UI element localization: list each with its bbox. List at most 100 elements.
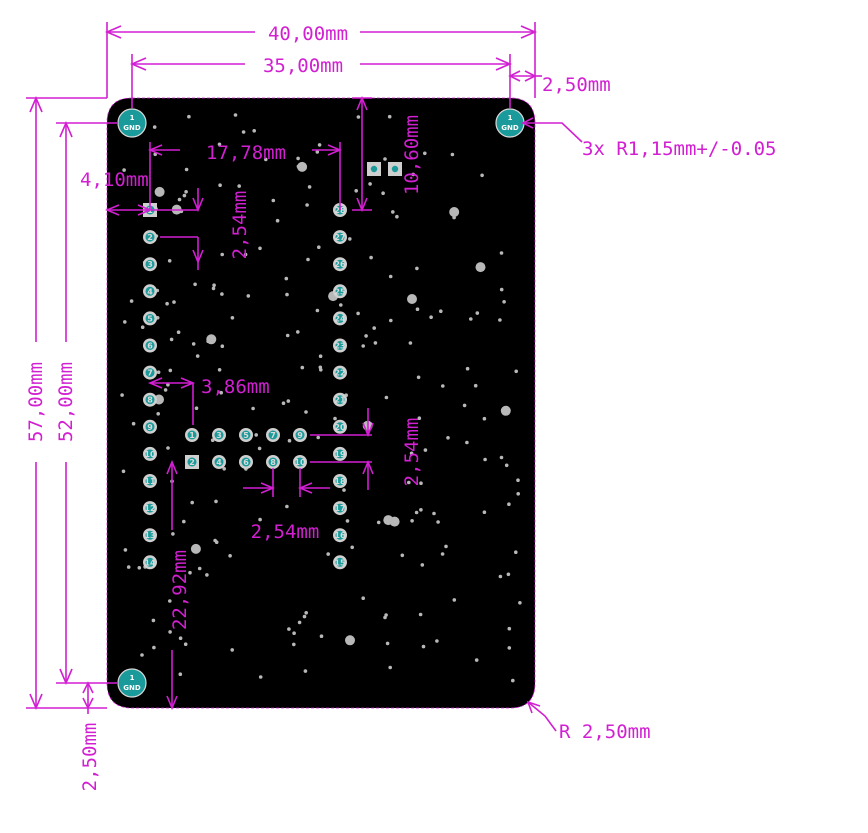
via (506, 572, 511, 577)
via (140, 325, 145, 330)
test-pad-center (370, 165, 378, 173)
via (420, 563, 425, 567)
header-pin: 6 (239, 455, 253, 469)
via (409, 451, 414, 456)
via (345, 635, 355, 646)
via (230, 316, 235, 320)
pin-label: 18 (334, 477, 346, 486)
via (307, 185, 312, 189)
via (163, 388, 168, 392)
via (415, 266, 419, 271)
via (171, 532, 175, 536)
via (388, 274, 393, 279)
via (384, 395, 389, 400)
via (354, 189, 359, 193)
via (166, 446, 170, 450)
via (178, 672, 183, 676)
via (504, 463, 509, 468)
via (183, 642, 188, 646)
via (364, 334, 368, 338)
via (446, 436, 450, 440)
via (285, 292, 289, 297)
pin-label: 5 (147, 314, 153, 323)
pin-drill (145, 395, 155, 405)
via (217, 142, 222, 147)
via (385, 641, 390, 646)
pin-drill (145, 341, 155, 350)
via (507, 502, 511, 507)
pin-drill (335, 259, 345, 269)
via (306, 257, 310, 262)
via (499, 287, 504, 292)
via-field (120, 113, 522, 683)
via (285, 504, 289, 509)
mount-hole-number: 1 (130, 114, 135, 122)
via (516, 492, 520, 496)
via (410, 519, 414, 523)
header-pin: 7 (143, 365, 157, 380)
via (316, 435, 321, 440)
via (450, 152, 455, 157)
header-pin: 18 (333, 474, 347, 488)
via (381, 191, 385, 195)
header-pin: 2 (185, 455, 199, 469)
via (388, 665, 393, 670)
header-pin: 19 (333, 446, 347, 461)
mount-hole-label: GND (123, 684, 141, 692)
via (507, 626, 512, 631)
mount-hole-top-right: 1 GND (495, 108, 525, 138)
mount-hole-top-left: 1 GND (117, 108, 147, 138)
via (176, 330, 181, 335)
via (206, 334, 217, 345)
via (258, 246, 262, 251)
header-pin: 9 (143, 419, 157, 434)
via (317, 143, 322, 147)
pin-label: 27 (334, 233, 345, 242)
via (356, 115, 361, 119)
pin-label: 22 (334, 369, 345, 378)
header-pin: 22 (333, 365, 347, 380)
mount-hole-label: GND (501, 124, 519, 132)
via (243, 252, 248, 257)
pin-label: 12 (144, 504, 155, 513)
pin-label: 17 (334, 504, 345, 513)
via (220, 292, 224, 296)
pin-drill (335, 530, 345, 540)
via (469, 317, 473, 321)
via (475, 262, 486, 273)
via (287, 627, 291, 631)
header-pin: 14 (143, 555, 157, 570)
via (281, 401, 286, 406)
via (462, 403, 467, 408)
via (514, 369, 518, 374)
pin-drill (241, 430, 251, 440)
via (251, 406, 255, 411)
via (482, 416, 487, 421)
pin-label: 6 (147, 342, 153, 351)
pin-drill (145, 557, 155, 567)
via (123, 320, 127, 324)
header-pin: 2 (143, 230, 157, 245)
pin-label: 11 (144, 477, 156, 486)
header-pin: 13 (143, 528, 157, 543)
via (518, 601, 522, 605)
dim-board-width: 40,00mm (268, 23, 348, 45)
dim-inner-offset: 3,86mm (201, 376, 270, 398)
via (152, 645, 156, 650)
via (383, 615, 387, 620)
via (511, 678, 515, 683)
via (423, 448, 428, 452)
pin-label: 4 (147, 287, 153, 296)
via (339, 303, 343, 307)
dimension-lines (26, 22, 583, 732)
via (475, 311, 480, 315)
pin-drill (295, 457, 305, 467)
via (376, 520, 381, 525)
via (194, 406, 199, 411)
pin-drill (145, 530, 155, 540)
dim-corner-radius: R 2,50mm (559, 721, 651, 743)
pin-drill (187, 430, 197, 440)
header-pin: 12 (143, 501, 157, 516)
header-pin: 5 (239, 428, 253, 442)
